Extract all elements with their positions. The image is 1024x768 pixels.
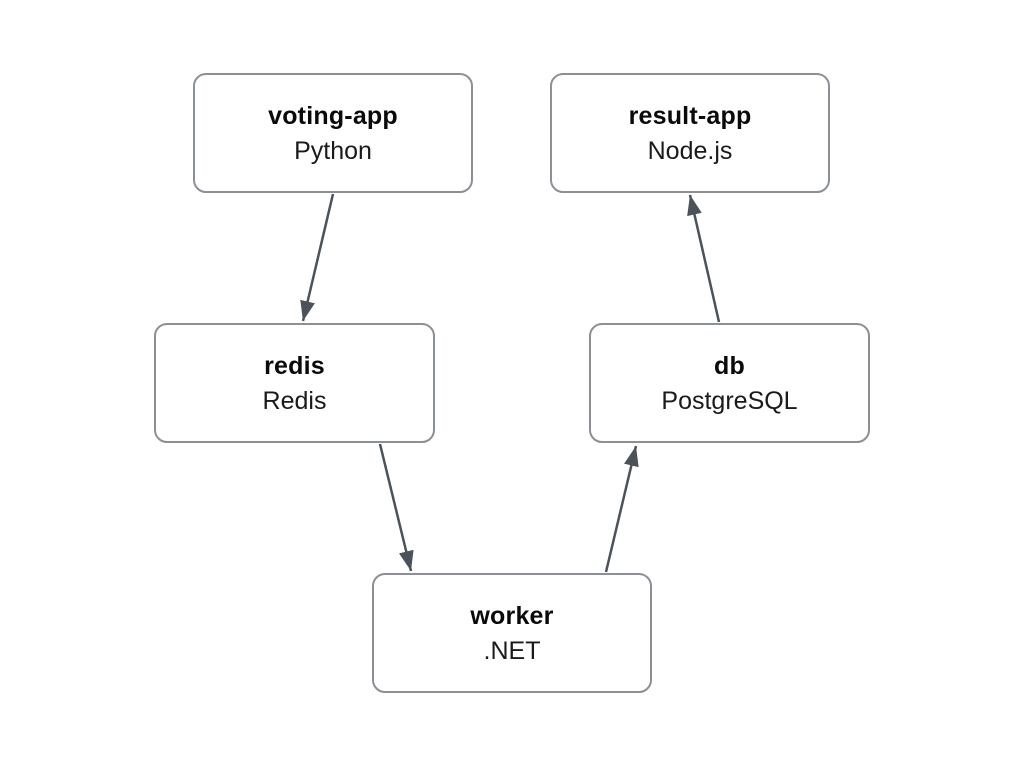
- node-subtitle: Node.js: [647, 136, 733, 165]
- edge-worker-to-db: [604, 445, 639, 573]
- edge-redis-to-worker: [378, 443, 414, 572]
- node-title: redis: [264, 351, 325, 380]
- node-title: worker: [470, 601, 554, 630]
- node-worker: worker .NET: [372, 573, 652, 693]
- node-title: db: [714, 351, 745, 380]
- edge-db-to-result-app: [687, 194, 721, 323]
- node-title: voting-app: [268, 101, 398, 130]
- node-db: db PostgreSQL: [589, 323, 870, 443]
- node-subtitle: PostgreSQL: [661, 386, 798, 415]
- node-subtitle: .NET: [483, 636, 541, 665]
- node-redis: redis Redis: [154, 323, 435, 443]
- node-subtitle: Python: [294, 136, 372, 165]
- edge-voting-app-to-redis: [300, 193, 335, 322]
- node-title: result-app: [628, 101, 752, 130]
- node-result-app: result-app Node.js: [550, 73, 830, 193]
- node-subtitle: Redis: [262, 386, 327, 415]
- node-voting-app: voting-app Python: [193, 73, 473, 193]
